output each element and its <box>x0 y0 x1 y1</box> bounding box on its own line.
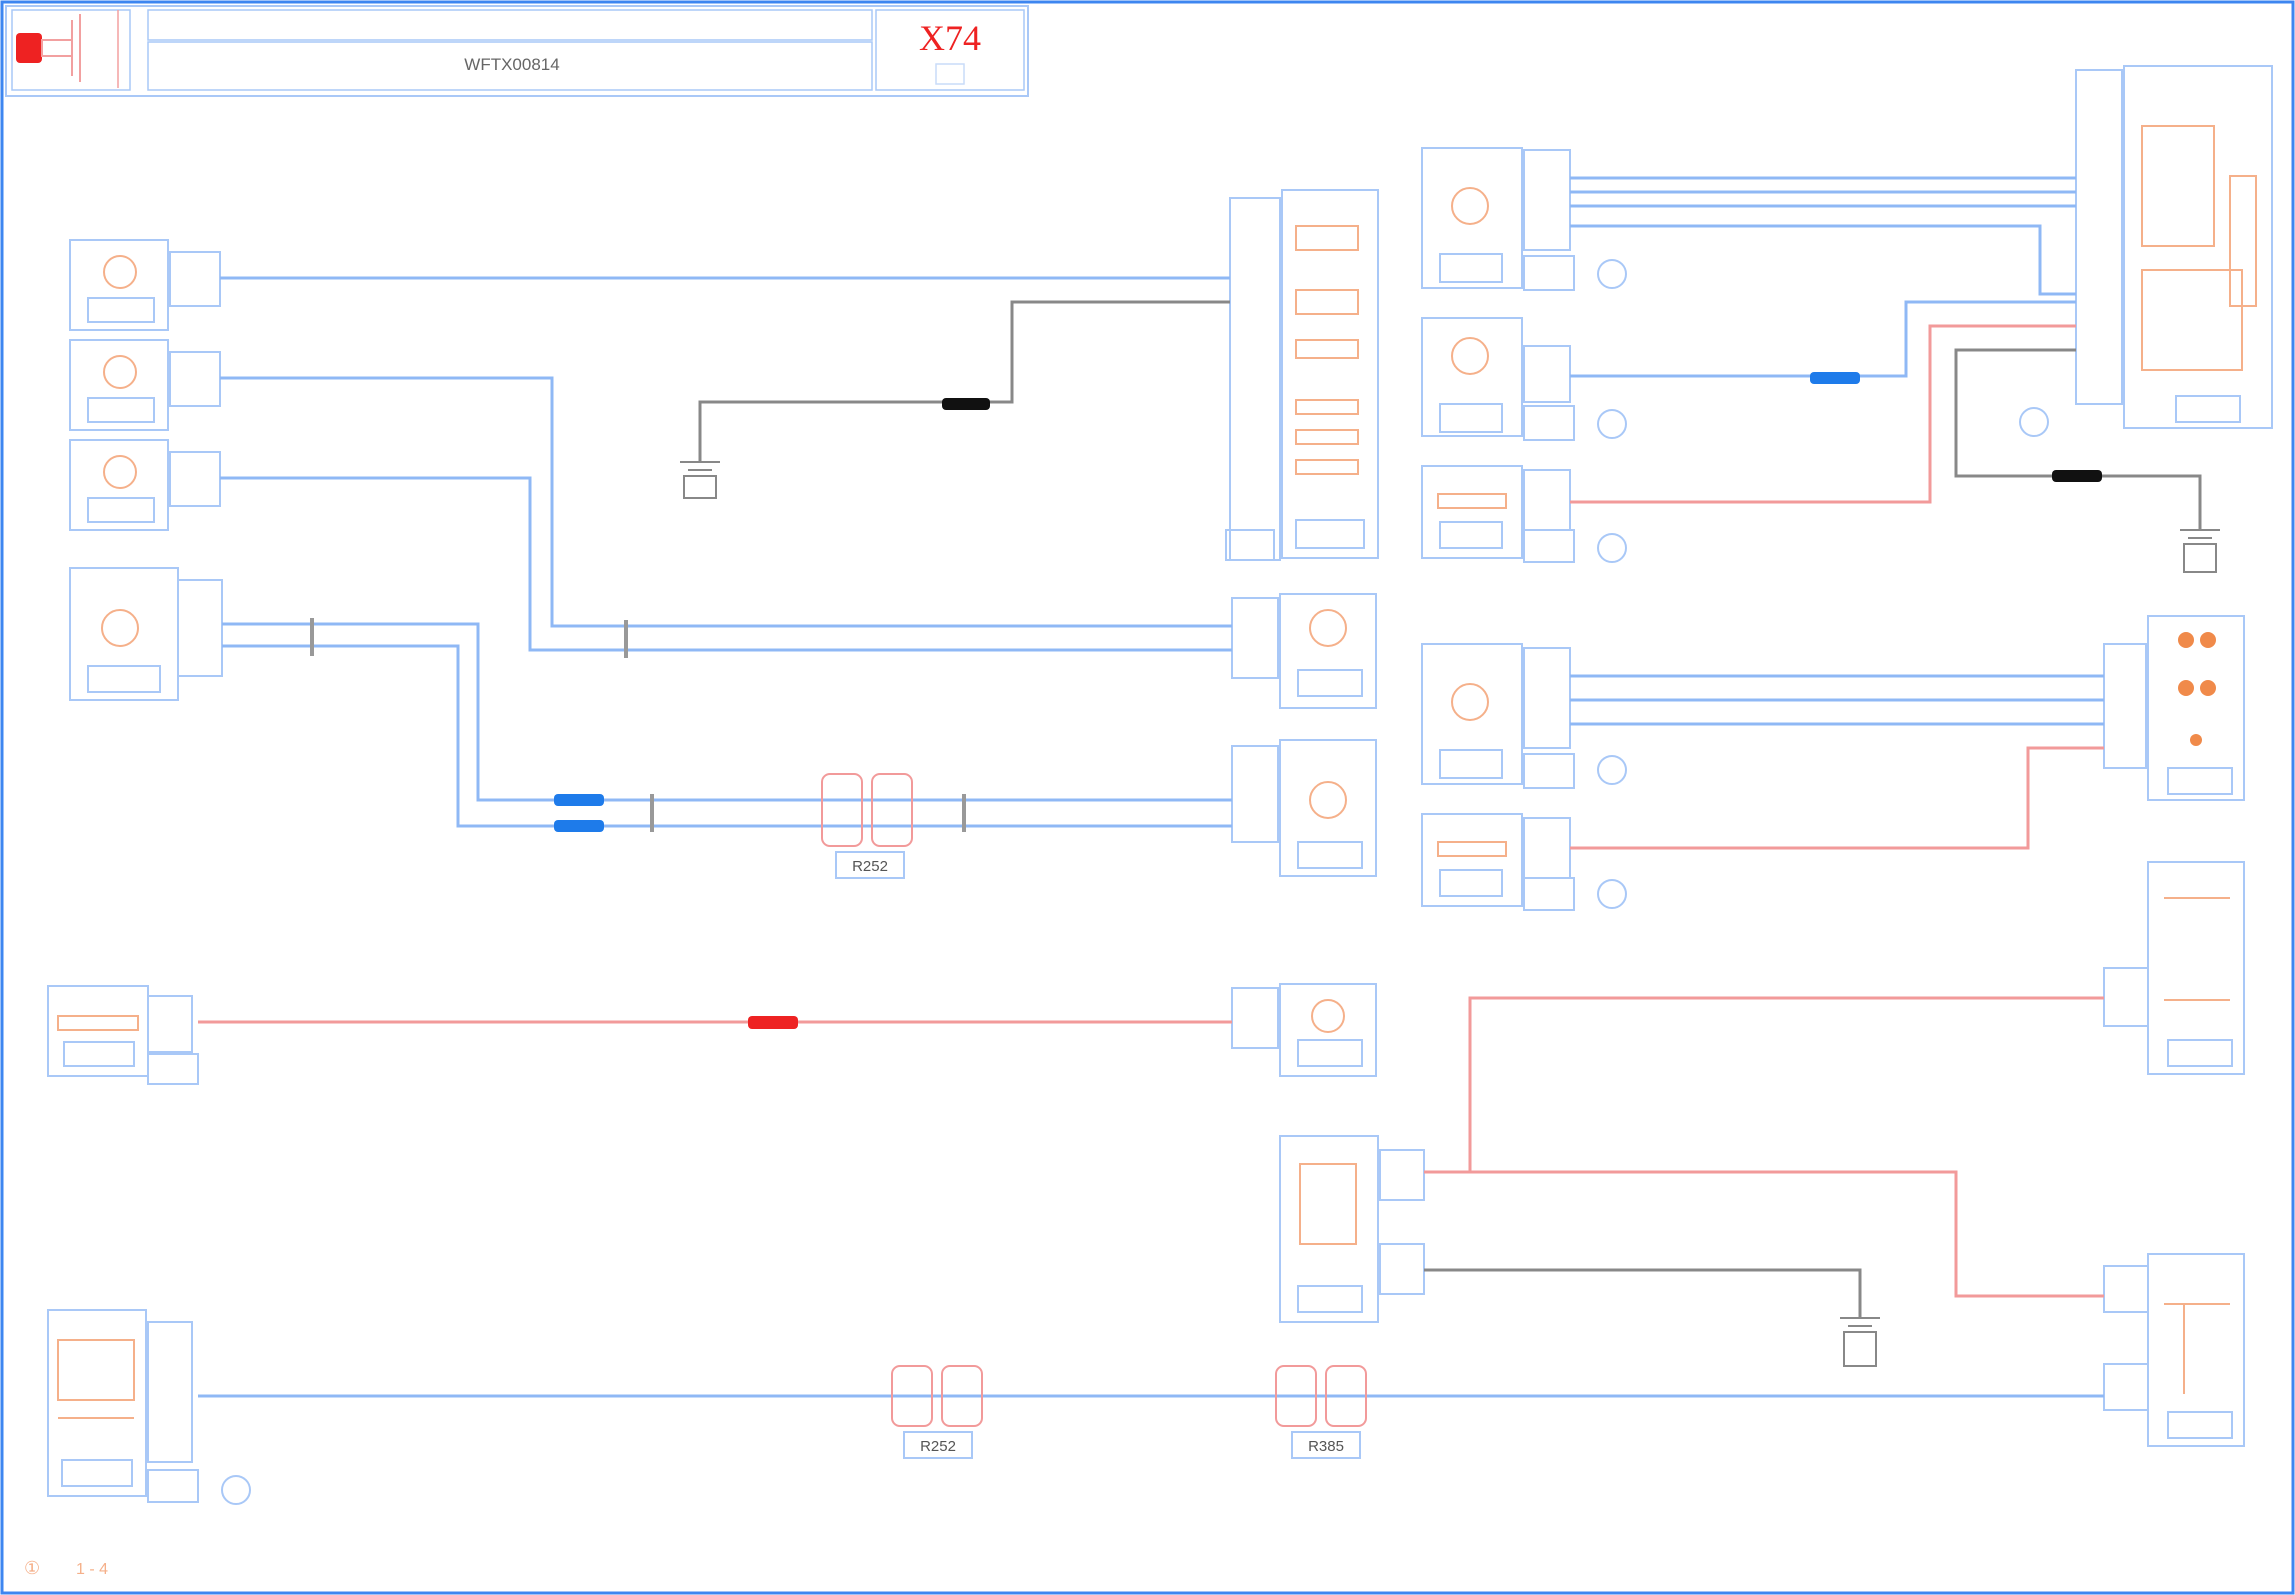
relay-box <box>47 1309 147 1497</box>
splice-black <box>2052 470 2102 482</box>
inline-connector-label: R252 <box>920 1438 956 1455</box>
component-box <box>69 439 169 531</box>
wires <box>198 176 2202 1398</box>
document-code: WFTX00814 <box>464 55 559 74</box>
component-box <box>69 567 179 701</box>
splice-blue <box>554 820 604 832</box>
page-number-icon: ① <box>24 1558 40 1578</box>
component-box <box>69 339 169 431</box>
inline-connector-label: R252 <box>852 858 888 875</box>
wire-markers <box>310 618 966 832</box>
middle-components <box>1225 189 1425 1323</box>
connector-logo-icon <box>16 10 119 88</box>
inline-connector-label: R385 <box>1308 1438 1344 1455</box>
splice-black <box>942 398 990 410</box>
splices <box>554 372 2102 1029</box>
info-icon <box>221 1475 251 1505</box>
splice-blue <box>554 794 604 806</box>
ecu-connector <box>1229 197 1281 561</box>
inline-connectors <box>821 773 1367 1427</box>
right-components <box>1421 65 2273 1447</box>
splice-blue <box>1810 372 1860 384</box>
page-reference: X74 <box>919 18 981 58</box>
ground-icon <box>2180 529 2220 573</box>
page-indicator: 1 - 4 <box>76 1561 108 1578</box>
component-box <box>69 239 169 331</box>
splice-red <box>748 1016 798 1029</box>
title-block: WFTX00814 X74 <box>5 5 1029 97</box>
ground-icon <box>1840 1317 1880 1367</box>
left-components <box>47 239 223 1503</box>
ecu-box <box>1281 189 1379 559</box>
ground-icon <box>680 461 720 499</box>
